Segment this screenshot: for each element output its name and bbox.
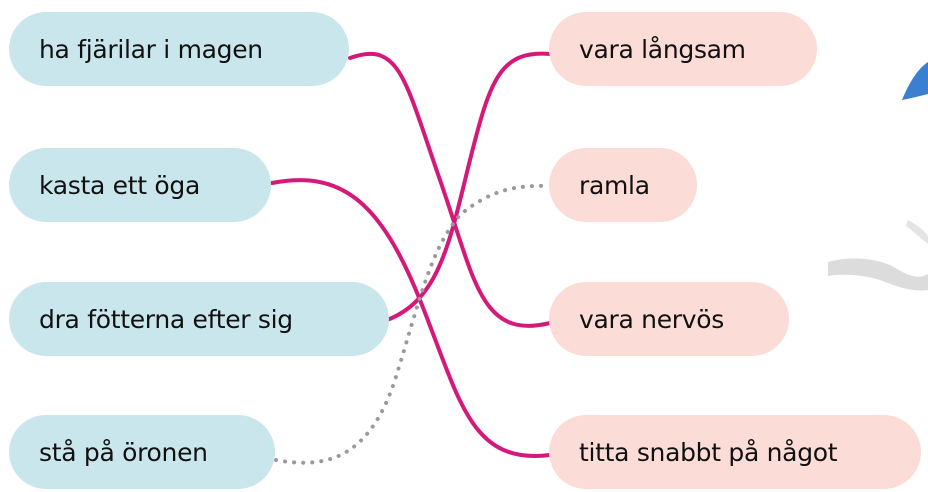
right-meaning-3[interactable]: vara nervös <box>549 282 789 356</box>
left-phrase-2-label: kasta ett öga <box>39 170 200 200</box>
right-meaning-4[interactable]: titta snabbt på något <box>549 415 921 489</box>
right-meaning-1[interactable]: vara långsam <box>549 12 817 86</box>
right-meaning-2[interactable]: ramla <box>549 148 697 222</box>
illustration-fragment <box>828 62 928 291</box>
left-phrase-2[interactable]: kasta ett öga <box>9 148 271 222</box>
right-meaning-1-label: vara långsam <box>579 34 746 64</box>
right-meaning-3-label: vara nervös <box>579 304 724 334</box>
gray-brush-stroke <box>828 258 928 291</box>
right-meaning-4-label: titta snabbt på något <box>579 437 838 467</box>
connector-solid-1 <box>348 51 552 328</box>
left-phrase-1[interactable]: ha fjärilar i magen <box>9 12 349 86</box>
left-phrase-3[interactable]: dra fötterna efter sig <box>9 282 389 356</box>
left-phrase-4[interactable]: stå på öronen <box>9 415 275 489</box>
connector-solid-3 <box>385 51 552 322</box>
left-phrase-4-label: stå på öronen <box>39 437 208 467</box>
gray-brush-stroke-2 <box>906 220 928 244</box>
left-phrase-3-label: dra fötterna efter sig <box>39 304 293 334</box>
right-meaning-2-label: ramla <box>579 170 650 200</box>
blue-drop-shape <box>902 62 928 100</box>
left-phrase-1-label: ha fjärilar i magen <box>39 34 263 64</box>
